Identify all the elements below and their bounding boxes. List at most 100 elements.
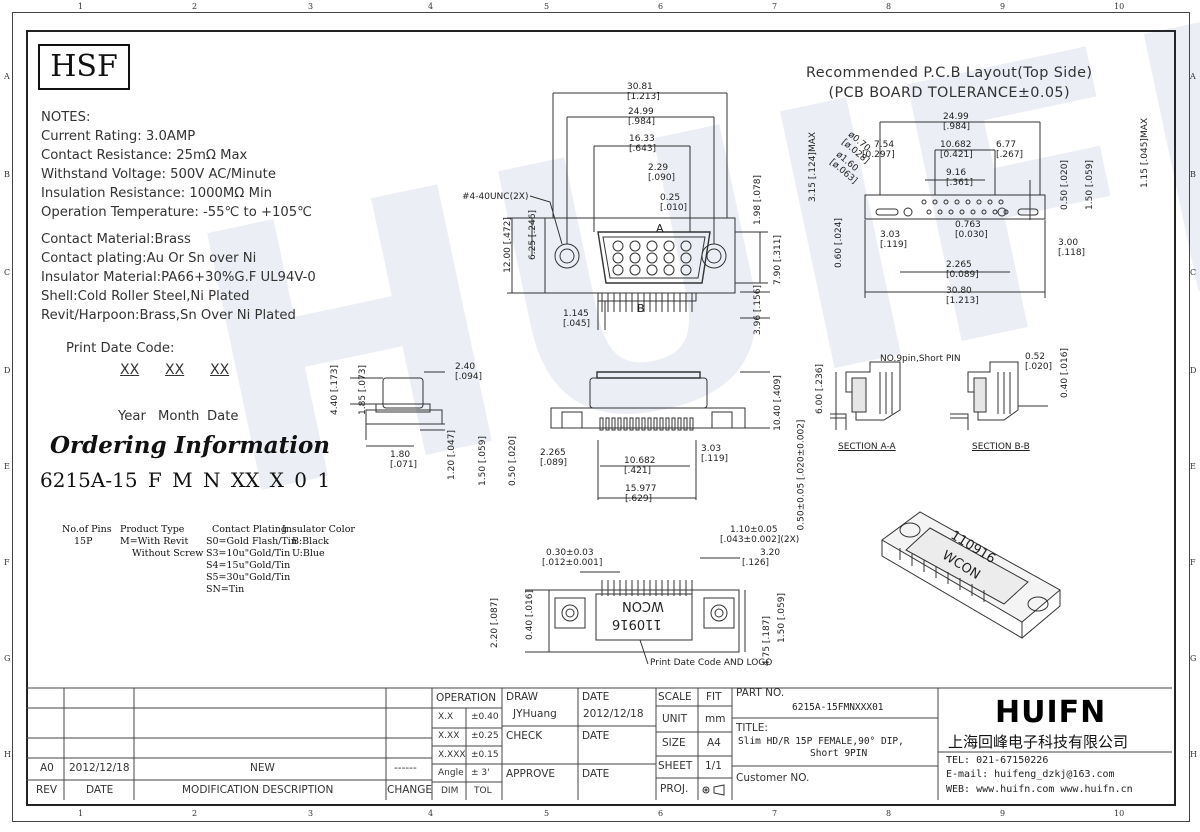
dim-label: 1.50 [.059] — [1084, 160, 1095, 210]
date-header: DATE — [86, 784, 114, 796]
pcb-hole — [959, 209, 965, 215]
proj-label: PROJ. — [660, 783, 689, 795]
frame-column-label: 3 — [308, 809, 314, 818]
drawing-border — [26, 30, 1176, 806]
pcb-hole — [943, 199, 949, 205]
rev-date-value: 2012/12/18 — [69, 762, 130, 774]
pcb-hole — [954, 199, 960, 205]
note-item: Withstand Voltage: 500V AC/Minute — [41, 167, 276, 182]
date-code-label-date: Date — [207, 409, 239, 424]
approve-label: APPROVE — [506, 768, 556, 780]
modification-header: MODIFICATION DESCRIPTION — [182, 784, 334, 796]
contact-hole — [612, 252, 624, 264]
check-label: CHECK — [506, 730, 543, 742]
frame-row-label: D — [1190, 366, 1197, 375]
dim-label: 0.763[0.030] — [955, 220, 988, 240]
frame-row-label: B — [1190, 170, 1196, 179]
pin-leg — [611, 417, 616, 431]
dim-label: 1.50 [.059] — [776, 593, 787, 643]
frame-row-label: G — [1190, 654, 1197, 663]
contact-hole — [680, 264, 692, 276]
ordering-title: Ordering Information — [50, 432, 331, 459]
dim-label: 0.25[.010] — [660, 193, 688, 213]
frame-column-label: 10 — [1114, 2, 1125, 11]
frame-row-label: F — [1190, 558, 1196, 567]
dim-label: 3.03[.119] — [701, 444, 729, 464]
pin-leg — [677, 417, 682, 431]
date-code-year-placeholder: XX — [120, 362, 140, 378]
drawer-name: JYHuang — [513, 708, 557, 720]
frame-column-label: 9 — [1000, 2, 1006, 11]
contact-hole — [612, 264, 624, 276]
draw-label: DRAW — [506, 691, 538, 703]
tol-value: ±0.40 — [471, 712, 499, 722]
pin-leg — [665, 417, 670, 431]
dim-label: 2.29[.090] — [648, 163, 676, 183]
dim-label: 30.80[1.213] — [946, 286, 979, 306]
dim-label: 10.40 [.409] — [772, 375, 783, 431]
dim-label: 0.50 [.020] — [1059, 160, 1070, 210]
date-code-day-placeholder: XX — [210, 362, 230, 378]
date-label: DATE — [582, 768, 610, 780]
frame-row-label: G — [4, 654, 11, 663]
dim-label: 3.00[.118] — [1058, 238, 1086, 258]
front-view — [507, 92, 770, 330]
pin-leg — [689, 417, 694, 431]
dim-label: 1.15 [.045]MAX — [1140, 117, 1151, 189]
rev-description: NEW — [250, 762, 275, 774]
tol-dim: Angle — [438, 768, 464, 778]
pcb-mount-hole — [903, 207, 913, 217]
frame-column-label: 7 — [772, 2, 778, 11]
dim-label: 9.16[.361] — [946, 168, 974, 188]
pin-leg — [647, 417, 652, 431]
title-block-grid — [26, 687, 1172, 800]
company-tel: TEL: 021-67150226 — [946, 755, 1049, 766]
title-line-1: Slim HD/R 15P FEMALE,90° DIP, — [738, 736, 904, 747]
pin-leg — [623, 417, 628, 431]
dim-label: 1.98 [.078] — [752, 175, 763, 225]
contact-hole — [663, 240, 675, 252]
frame-row-label: A — [4, 72, 10, 81]
frame-row-label: F — [4, 558, 10, 567]
pcb-hole — [937, 209, 943, 215]
frame-row-label: E — [1190, 462, 1196, 471]
date-code-month-placeholder: XX — [165, 362, 185, 378]
tol-header: TOL — [474, 786, 492, 796]
dim-label: 3.15 [.124]MAX — [808, 131, 819, 203]
customer-no-label: Customer NO. — [736, 772, 810, 784]
frame-column-label: 8 — [886, 809, 892, 818]
frame-column-label: 6 — [658, 2, 664, 11]
print-date-code-title: Print Date Code: — [66, 341, 175, 356]
pin-leg — [635, 417, 640, 431]
pin-leg — [599, 417, 604, 431]
pin-leg — [629, 417, 634, 431]
pin-leg — [683, 417, 688, 431]
fit-value: FIT — [706, 691, 722, 703]
dim-label: 10.682[0.421] — [940, 140, 973, 160]
operation-label: OPERATION — [436, 692, 497, 704]
dim-label: 16.33[.643] — [629, 134, 657, 154]
frame-column-label: 2 — [192, 809, 198, 818]
hsf-logo: HSF — [38, 44, 130, 90]
pcb-hole — [976, 199, 982, 205]
pcb-mount-hole — [997, 207, 1007, 217]
sheet-label: SHEET — [658, 760, 693, 772]
tol-value: ± 3' — [471, 768, 490, 778]
dim-label: 0.30±0.03[.012±0.001] — [542, 548, 603, 568]
scale-label: SCALE — [658, 691, 692, 703]
dim-label: 1.50 [.059] — [477, 436, 488, 486]
brand-marking: WCON — [622, 598, 664, 613]
section-marker-a: A — [656, 222, 664, 235]
frame-row-label: C — [1190, 268, 1197, 277]
top-view — [525, 557, 746, 665]
dim-label: 12.00 [.472] — [502, 217, 513, 273]
note-item: Operation Temperature: -55℃ to +105℃ — [41, 205, 312, 220]
note-item: Contact Resistance: 25mΩ Max — [41, 148, 248, 163]
dim-label: 3.03[.119] — [880, 230, 908, 250]
section-marker-b: B — [637, 302, 645, 315]
dim-label: 1.20 [.047] — [446, 430, 457, 480]
material-item: Shell:Cold Roller Steel,Ni Plated — [41, 289, 250, 304]
size-value: A4 — [707, 737, 721, 749]
